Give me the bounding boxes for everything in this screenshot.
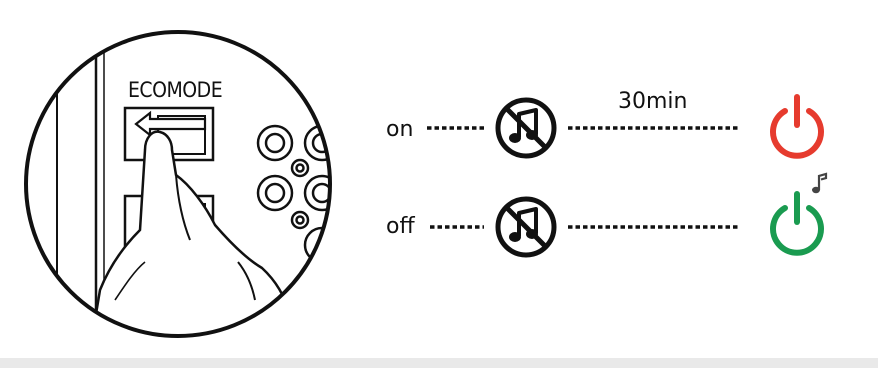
- no-music-icon: [498, 100, 554, 156]
- panel-illustration: ECOMODE: [20, 20, 340, 350]
- music-note-icon: [812, 174, 826, 193]
- no-music-icon: [498, 199, 554, 255]
- mode-label-on: on: [386, 117, 413, 142]
- mode-label-off: off: [386, 214, 415, 239]
- moon-icon: [819, 80, 828, 96]
- row-on: on 30min: [386, 80, 828, 156]
- power-standby-red-icon: [773, 97, 821, 156]
- row-off: off: [386, 174, 826, 255]
- duration-label: 30min: [618, 89, 687, 114]
- ecomode-label: ECOMODE: [128, 78, 222, 102]
- bottom-band: [0, 358, 878, 368]
- power-on-green-icon: [773, 194, 821, 253]
